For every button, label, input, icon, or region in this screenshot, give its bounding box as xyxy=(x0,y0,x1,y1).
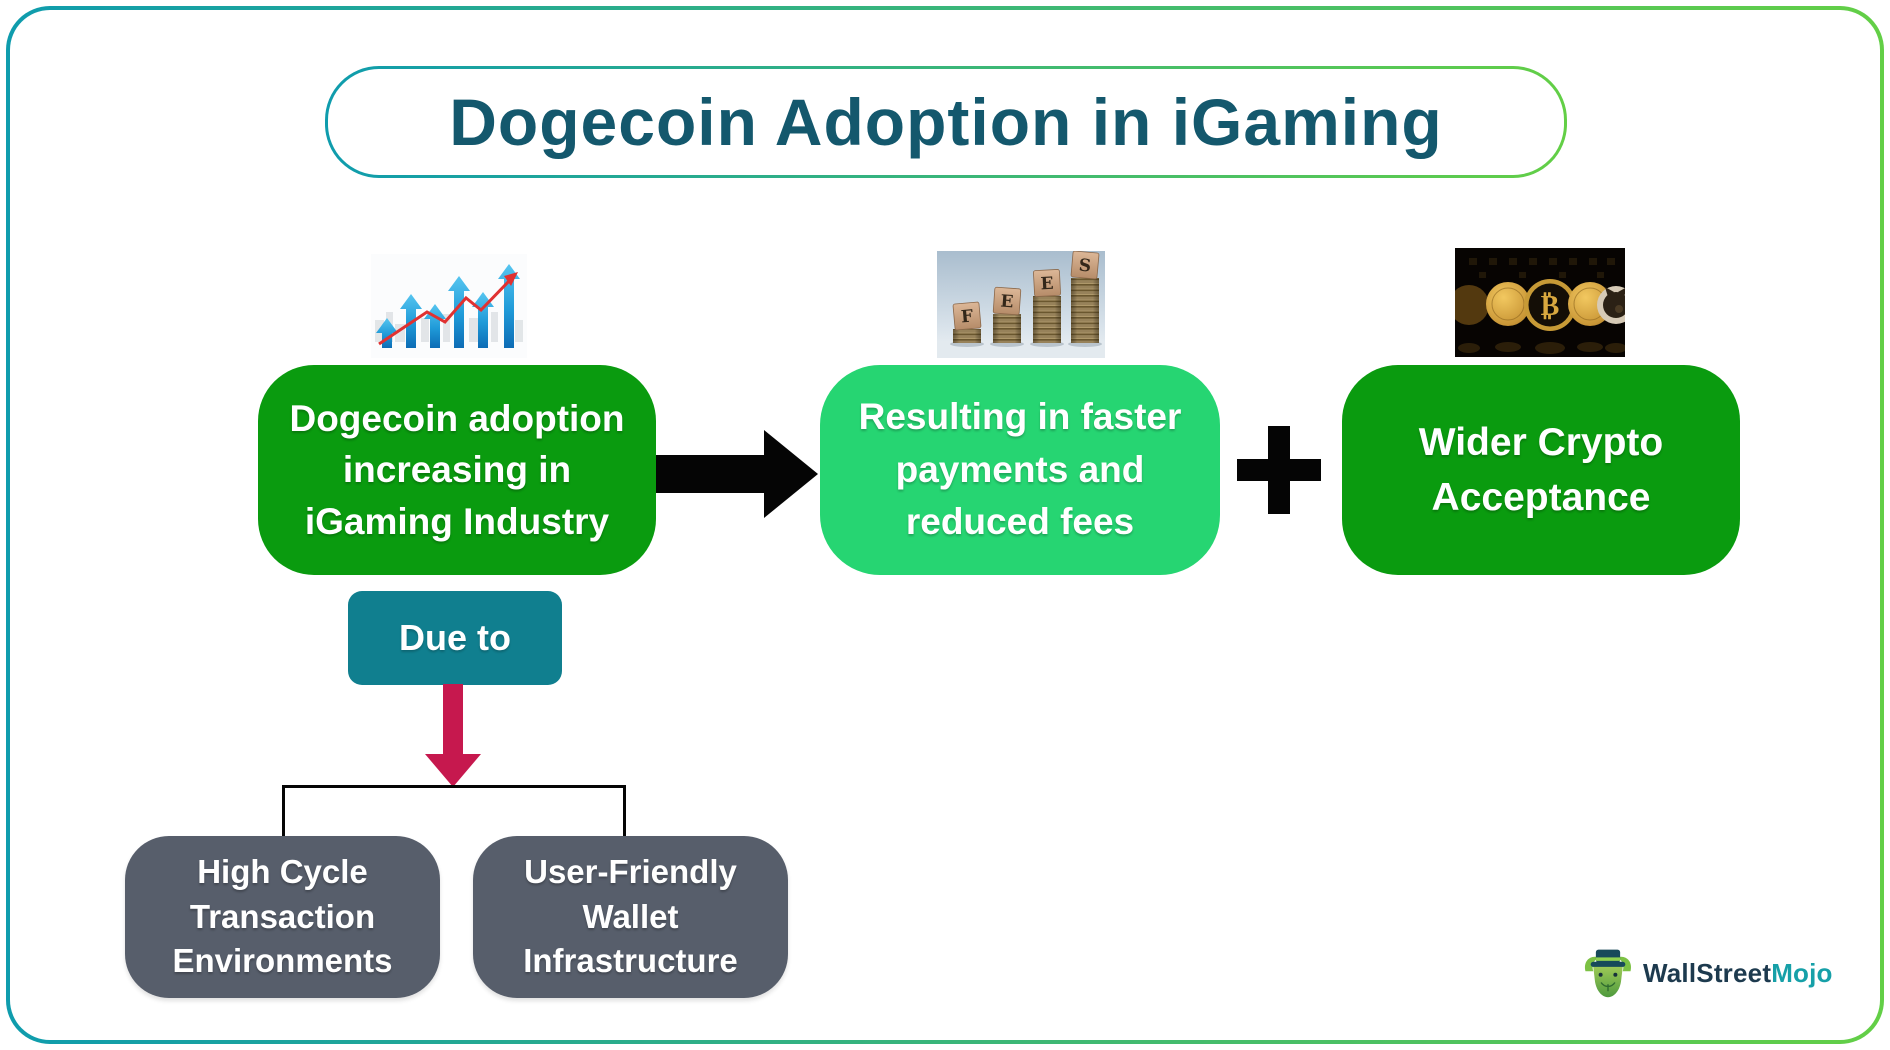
dogecoin-coin xyxy=(1597,286,1625,324)
plus-icon xyxy=(1237,426,1321,514)
coin-stacks xyxy=(953,278,1099,343)
logo-text: WallStreetMojo xyxy=(1643,958,1833,989)
page-title: Dogecoin Adoption in iGaming xyxy=(449,85,1443,159)
logo-text-wallstreet: WallStreet xyxy=(1643,957,1772,988)
crypto-coins-image: ₿ xyxy=(1455,248,1625,357)
connector-line-horizontal xyxy=(282,785,626,788)
letter-e1: E xyxy=(1000,292,1014,313)
growth-chart-image xyxy=(371,254,527,358)
coin-dark xyxy=(1455,285,1489,325)
main-box: Dogecoin adoption increasing in iGaming … xyxy=(258,365,656,575)
coin-gold-left xyxy=(1486,282,1530,326)
title-box-inner: Dogecoin Adoption in iGaming xyxy=(328,69,1564,175)
logo-text-mojo: Mojo xyxy=(1771,957,1833,988)
bitcoin-coin: ₿ xyxy=(1524,279,1576,331)
connector-line-left xyxy=(282,785,285,838)
connector-line-right xyxy=(623,785,626,838)
letter-f: F xyxy=(960,307,974,328)
result-box: Resulting in faster payments and reduced… xyxy=(820,365,1220,575)
letter-blocks: F E E S xyxy=(952,251,1100,331)
wallstreetmojo-logo: WallStreetMojo xyxy=(1582,944,1833,1002)
letter-s: S xyxy=(1078,255,1092,276)
arrow-right-icon xyxy=(656,430,818,518)
due-to-box: Due to xyxy=(348,591,562,685)
cause-box-1: High Cycle Transaction Environments xyxy=(125,836,440,998)
title-box: Dogecoin Adoption in iGaming xyxy=(325,66,1567,178)
bull-mascot-icon xyxy=(1584,949,1632,998)
bitcoin-symbol: ₿ xyxy=(1541,289,1560,322)
stack-shadows xyxy=(950,341,1102,347)
cause-box-2: User-Friendly Wallet Infrastructure xyxy=(473,836,788,998)
letter-e2: E xyxy=(1040,274,1054,295)
down-arrow-head-icon xyxy=(425,754,481,787)
coin-reflections xyxy=(1458,342,1625,354)
fees-coins-image: F E E S xyxy=(937,251,1105,358)
down-arrow-icon xyxy=(443,684,463,756)
background-texture xyxy=(1469,258,1615,278)
trend-line-icon xyxy=(378,272,518,346)
acceptance-box: Wider Crypto Acceptance xyxy=(1342,365,1740,575)
